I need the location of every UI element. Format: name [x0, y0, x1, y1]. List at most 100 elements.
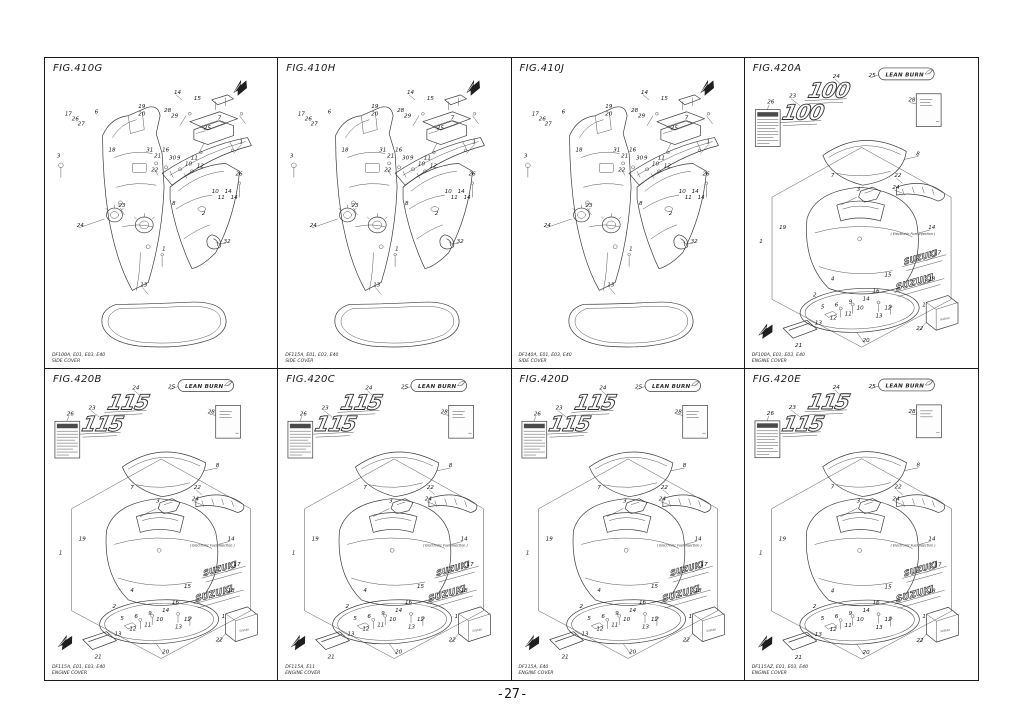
part-callout-number: 23: [789, 405, 797, 411]
part-callout-number: 31: [613, 147, 620, 153]
handle-trim-part: [428, 494, 478, 513]
grommet-part: [134, 213, 155, 234]
part-callout-number: 26: [538, 117, 546, 123]
part-callout-number: 5: [821, 616, 825, 622]
part-callout-number: 27: [311, 122, 319, 128]
part-callout-number: 10: [156, 617, 164, 623]
part-callout-number: 24: [543, 223, 551, 229]
part-callout-number: 19: [138, 104, 146, 110]
caption-title: ENGINE COVER: [285, 671, 321, 677]
part-callout-number: 3: [856, 499, 860, 505]
part-callout-number: 8: [405, 201, 409, 207]
model-decal-top: 115: [337, 389, 385, 416]
part-callout-number: 14: [458, 189, 466, 195]
fuel-injection-decal: ( Electronic Fuel Injection ): [656, 543, 701, 547]
part-callout-number: 11: [844, 623, 851, 629]
part-callout-number: 25: [868, 384, 876, 390]
seal-ring-part: [565, 599, 686, 645]
part-callout-number: 7: [831, 173, 835, 179]
instruction-sheet-part: [681, 405, 708, 439]
part-callout-number: 19: [372, 104, 380, 110]
caption-models: DF115A, E11: [285, 665, 316, 671]
part-callout-number: 14: [174, 90, 182, 96]
callout-leaders: [78, 94, 242, 295]
part-callout-number: 21: [95, 654, 102, 660]
upper-cover-strip-part: [628, 137, 719, 186]
part-callout-number: 13: [581, 632, 589, 638]
part-callout-number: 24: [366, 386, 374, 392]
part-callout-number: 11: [451, 195, 458, 201]
part-callout-number: 8: [682, 463, 686, 469]
part-callout-number: 1: [759, 239, 763, 245]
part-callout-number: 4: [130, 588, 134, 594]
panel-fig-410h: FIG.410H: [278, 58, 512, 369]
handle-trim-part: [195, 494, 245, 513]
bottom-plate-part: [315, 631, 351, 650]
bottom-plate-part: [782, 631, 817, 651]
part-callout-number: 15: [194, 96, 202, 102]
part-callout-number: 20: [862, 650, 870, 656]
part-callout-number: 14: [928, 536, 936, 542]
fuel-injection-decal: ( Electronic Fuel Injection ): [890, 232, 935, 236]
callout-leaders: [766, 385, 937, 656]
diagram-mount: 115 115 LEAN BURN: [512, 369, 744, 680]
part-callout-number: 9: [848, 299, 852, 305]
lean-burn-badge: LEAN BURN: [877, 67, 935, 81]
part-callout-number: 20: [629, 650, 637, 656]
grommet-part: [105, 204, 124, 223]
part-callout-number: 21: [621, 153, 628, 159]
model-decal-bottom: 115: [778, 411, 826, 438]
fuel-injection-decal: ( Electronic Fuel Injection ): [190, 543, 235, 547]
corner-bracket-part: [206, 234, 222, 250]
fastener-set: [357, 612, 425, 629]
panel-fig-420c: FIG.420C 115 115 LEAN BURN: [278, 369, 512, 680]
right-side-cover-part: [636, 163, 707, 269]
part-callout-number: 1: [240, 140, 244, 146]
caution-label-part: [754, 109, 781, 147]
caption-models: DF100A, E01, E03, E40: [52, 353, 106, 359]
latch-bracket-part: [840, 498, 881, 517]
box-part: SUZUKI: [925, 606, 959, 643]
part-callout-number: 19: [779, 225, 787, 231]
corner-bracket-part: [673, 234, 688, 250]
box-part: SUZUKI: [691, 606, 725, 642]
part-callout-number: 15: [184, 584, 192, 590]
part-callout-number: 5: [120, 616, 124, 622]
part-callout-number: 28: [908, 409, 916, 415]
model-decal-top-text: 100: [806, 78, 852, 103]
part-callout-number: 27: [78, 122, 86, 128]
part-callout-number: 19: [545, 536, 553, 542]
part-callout-number: 6: [835, 302, 839, 308]
engine-cover-diagram: 115 115 LEAN BURN: [521, 379, 725, 660]
part-callout-number: 12: [663, 163, 671, 169]
handle-trim-part: [662, 494, 711, 513]
part-callout-number: 2: [435, 211, 439, 217]
corner-bracket-part: [439, 234, 455, 250]
engine-cover-body-part: [338, 498, 452, 606]
box-brand-text: SUZUKI: [239, 627, 249, 632]
panel-fig-420a: FIG.420A 100 100 LEAN BURN: [744, 58, 978, 369]
part-callout-number: 15: [884, 584, 892, 590]
part-callout-number: 20: [138, 112, 146, 118]
fastener-set: [590, 612, 659, 629]
part-callout-number: 3: [523, 153, 527, 159]
part-callout-number: 11: [144, 623, 151, 629]
fig-label: FIG.420D: [519, 374, 570, 385]
part-callout-number: 1: [473, 140, 477, 146]
part-callout-number: 5: [587, 616, 591, 622]
engine-cover-diagram: 115 115 LEAN BURN: [287, 379, 491, 660]
part-callout-number: 6: [134, 614, 138, 620]
part-callout-number: 27: [544, 122, 552, 128]
part-callout-number: 11: [191, 155, 198, 161]
part-callout-number: 18: [575, 147, 583, 153]
part-callout-number: 17: [467, 562, 475, 568]
part-callout-number: 25: [204, 126, 212, 132]
part-callout-number: 13: [374, 282, 382, 288]
part-callout-number: 13: [815, 320, 823, 326]
left-side-cover-part: [335, 106, 398, 291]
box-part: SUZUKI: [925, 295, 959, 331]
